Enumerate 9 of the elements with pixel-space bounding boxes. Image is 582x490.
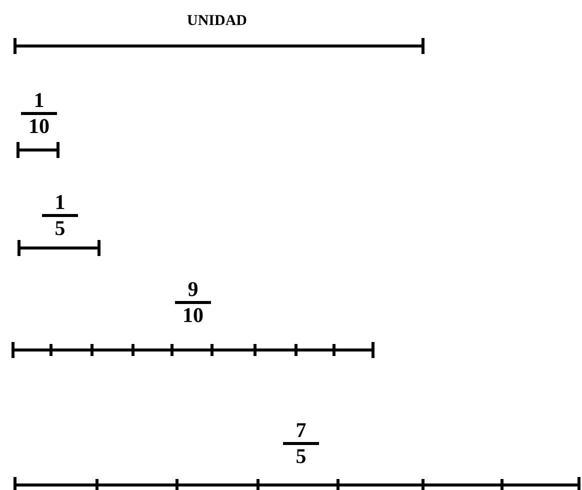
fraction-numerator: 7 (296, 420, 306, 441)
unit-label: UNIDAD (187, 14, 247, 29)
fraction-denominator: 10 (28, 116, 50, 137)
fraction-denominator: 5 (54, 218, 66, 239)
fraction-denominator: 10 (182, 305, 204, 326)
fraction-numerator: 1 (54, 192, 66, 213)
fraction-numerator: 1 (34, 90, 44, 111)
fraction-denominator: 5 (296, 446, 306, 467)
fraction-numerator: 9 (188, 279, 198, 300)
